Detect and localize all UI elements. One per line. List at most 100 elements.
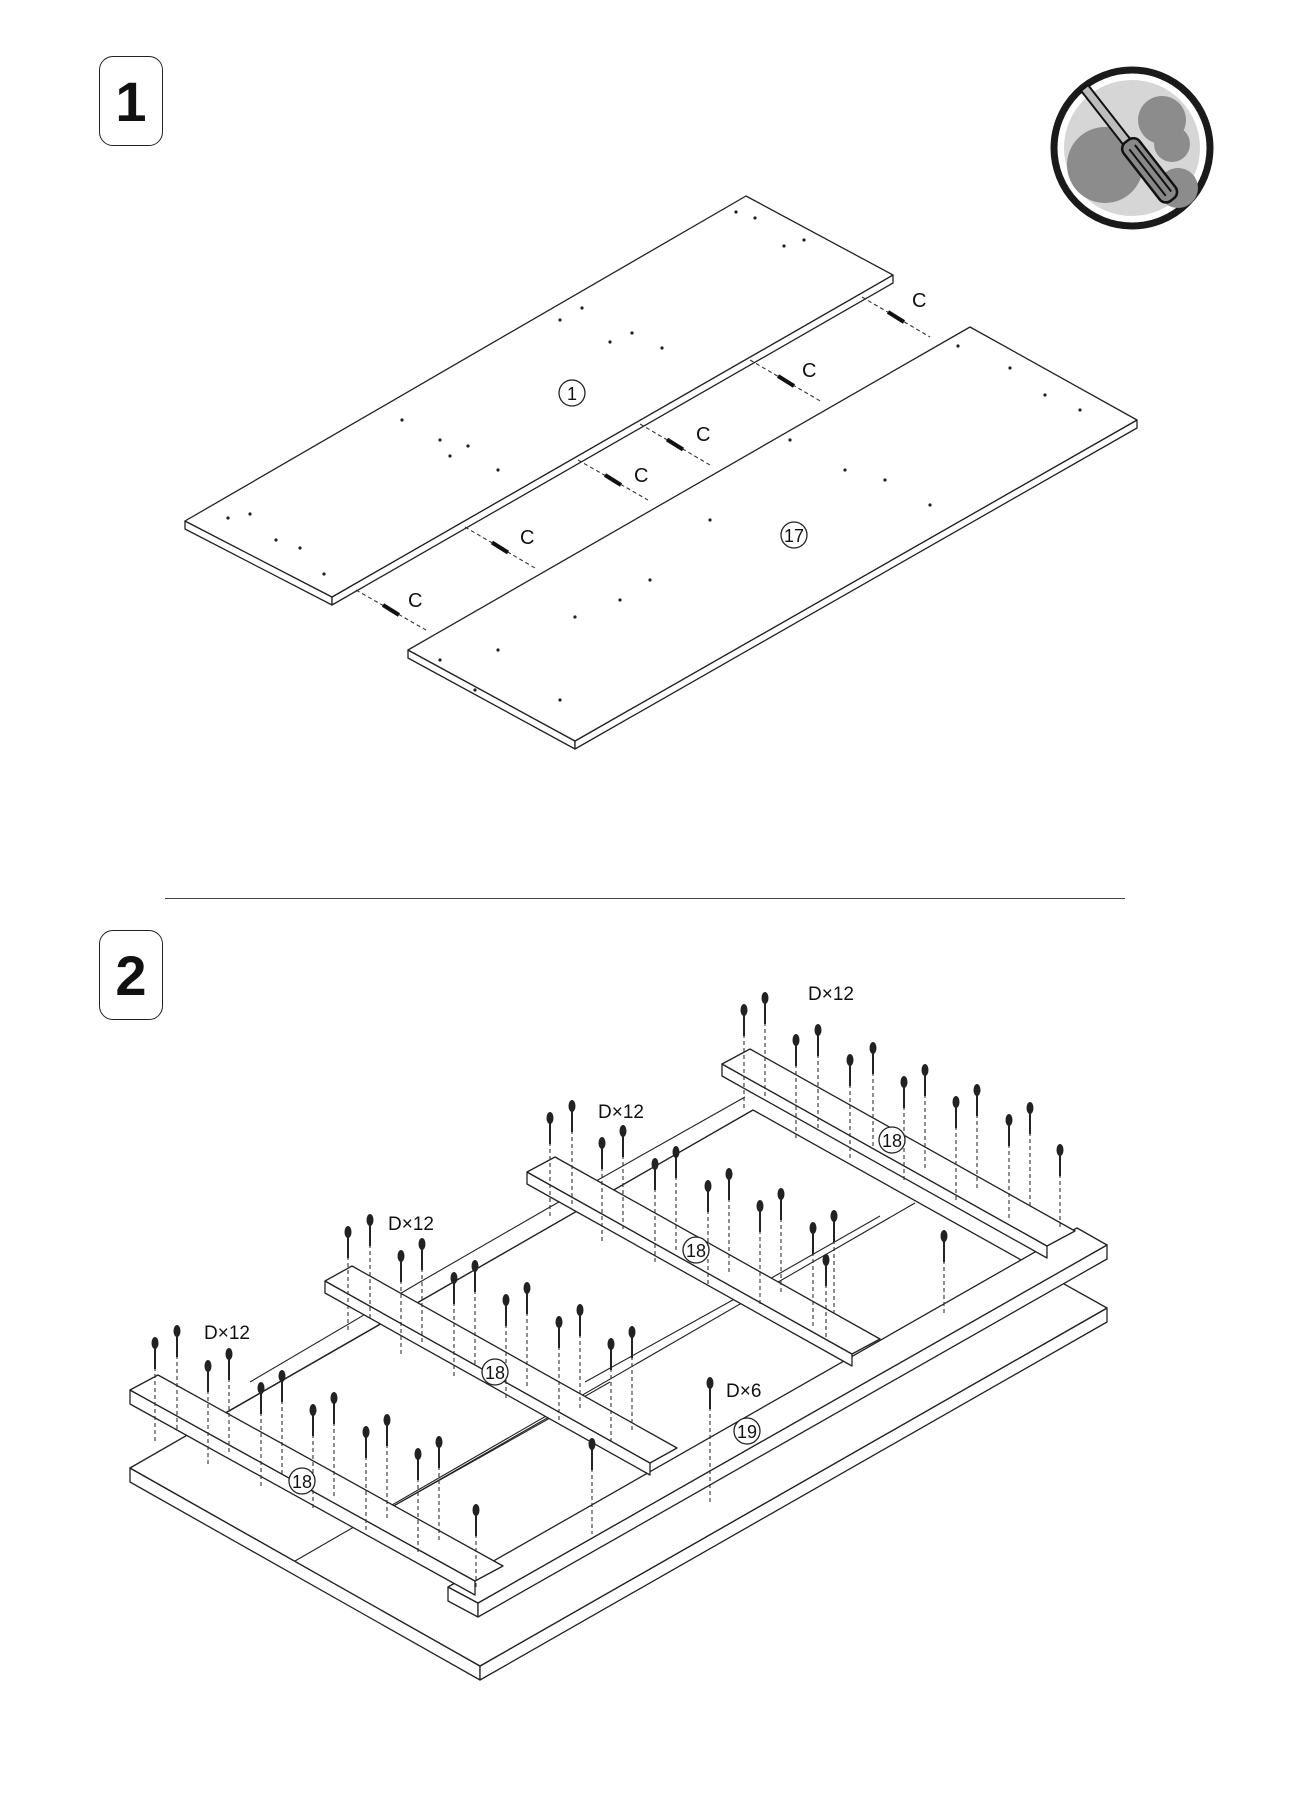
hole bbox=[660, 346, 664, 350]
screw bbox=[973, 1084, 981, 1190]
step-number-1: 1 bbox=[99, 56, 163, 146]
screw-count-label: D×6 bbox=[726, 1381, 761, 1402]
connector-label-c: C bbox=[408, 590, 422, 612]
hole bbox=[580, 306, 584, 310]
screw bbox=[576, 1304, 584, 1410]
screw bbox=[362, 1426, 370, 1532]
hole bbox=[928, 503, 932, 507]
screw bbox=[330, 1392, 338, 1498]
connector-label-c: C bbox=[696, 424, 710, 446]
dowel bbox=[603, 473, 623, 487]
screw bbox=[257, 1382, 265, 1488]
screw bbox=[523, 1282, 531, 1388]
hole bbox=[573, 615, 577, 619]
screw bbox=[809, 1222, 817, 1328]
dowel bbox=[776, 374, 796, 388]
screw bbox=[598, 1137, 606, 1243]
screw bbox=[471, 1260, 479, 1366]
screw bbox=[822, 1254, 830, 1340]
connector-label-c: C bbox=[634, 465, 648, 487]
screw bbox=[846, 1054, 854, 1160]
screw bbox=[756, 1200, 764, 1306]
screw bbox=[940, 1230, 948, 1316]
screw bbox=[704, 1180, 712, 1286]
part-number-18: 18 bbox=[481, 1358, 509, 1386]
connector-label-c: C bbox=[802, 360, 816, 382]
screw bbox=[740, 1004, 748, 1110]
hole bbox=[274, 538, 278, 542]
screw bbox=[814, 1024, 822, 1130]
hole bbox=[618, 598, 622, 602]
part-number-18: 18 bbox=[682, 1236, 710, 1264]
hole bbox=[322, 572, 326, 576]
hole bbox=[1008, 366, 1012, 370]
screw bbox=[414, 1448, 422, 1554]
screw bbox=[1026, 1102, 1034, 1208]
hole bbox=[782, 244, 786, 248]
screw bbox=[450, 1272, 458, 1378]
hole bbox=[648, 578, 652, 582]
part-number-19: 19 bbox=[733, 1417, 761, 1445]
shelf-19 bbox=[447, 1227, 1108, 1618]
screw-count-label: D×12 bbox=[204, 1323, 250, 1344]
screw bbox=[397, 1250, 405, 1356]
screw bbox=[225, 1348, 233, 1454]
screw bbox=[309, 1404, 317, 1510]
screw bbox=[366, 1214, 374, 1320]
hole bbox=[608, 340, 612, 344]
hole bbox=[1078, 408, 1082, 412]
dowel bbox=[886, 310, 906, 324]
hole bbox=[734, 210, 738, 214]
hole bbox=[298, 546, 302, 550]
hole bbox=[788, 438, 792, 442]
svg-text:18: 18 bbox=[292, 1472, 312, 1492]
screw bbox=[792, 1034, 800, 1140]
hole bbox=[753, 216, 757, 220]
part-number-1: 1 bbox=[558, 379, 586, 407]
hole bbox=[248, 512, 252, 516]
screw bbox=[952, 1096, 960, 1202]
hole bbox=[843, 468, 847, 472]
hole bbox=[473, 688, 477, 692]
screw bbox=[204, 1360, 212, 1466]
screw bbox=[344, 1226, 352, 1332]
hole bbox=[1043, 393, 1047, 397]
panel-1 bbox=[184, 195, 894, 606]
screw bbox=[628, 1326, 636, 1432]
dowel bbox=[381, 603, 401, 617]
hole bbox=[708, 518, 712, 522]
screw bbox=[546, 1112, 554, 1218]
screw bbox=[555, 1316, 563, 1422]
hole bbox=[558, 698, 562, 702]
part-number-17: 17 bbox=[780, 521, 808, 549]
screw bbox=[761, 992, 769, 1098]
screw bbox=[502, 1294, 510, 1400]
screw bbox=[725, 1168, 733, 1274]
hole bbox=[496, 468, 500, 472]
svg-text:19: 19 bbox=[737, 1422, 757, 1442]
part-number-18: 18 bbox=[288, 1467, 316, 1495]
hole bbox=[448, 454, 452, 458]
dowel bbox=[490, 540, 510, 555]
svg-text:18: 18 bbox=[686, 1241, 706, 1261]
hole bbox=[630, 331, 634, 335]
step-divider bbox=[165, 898, 1125, 899]
svg-text:18: 18 bbox=[882, 1131, 902, 1151]
connector-label-c: C bbox=[912, 290, 926, 312]
panel-17 bbox=[407, 326, 1138, 750]
screw bbox=[830, 1210, 838, 1316]
hole bbox=[496, 648, 500, 652]
screw bbox=[672, 1146, 680, 1252]
step-number-2: 2 bbox=[99, 930, 163, 1020]
dowel-line bbox=[861, 296, 931, 338]
dowel-connections bbox=[355, 296, 931, 631]
screw bbox=[278, 1370, 286, 1476]
dowel bbox=[665, 437, 685, 452]
hole bbox=[956, 344, 960, 348]
screw-count-label: D×12 bbox=[598, 1102, 644, 1123]
hole bbox=[883, 478, 887, 482]
hole bbox=[558, 318, 562, 322]
svg-text:17: 17 bbox=[784, 526, 804, 546]
screw bbox=[568, 1100, 576, 1206]
